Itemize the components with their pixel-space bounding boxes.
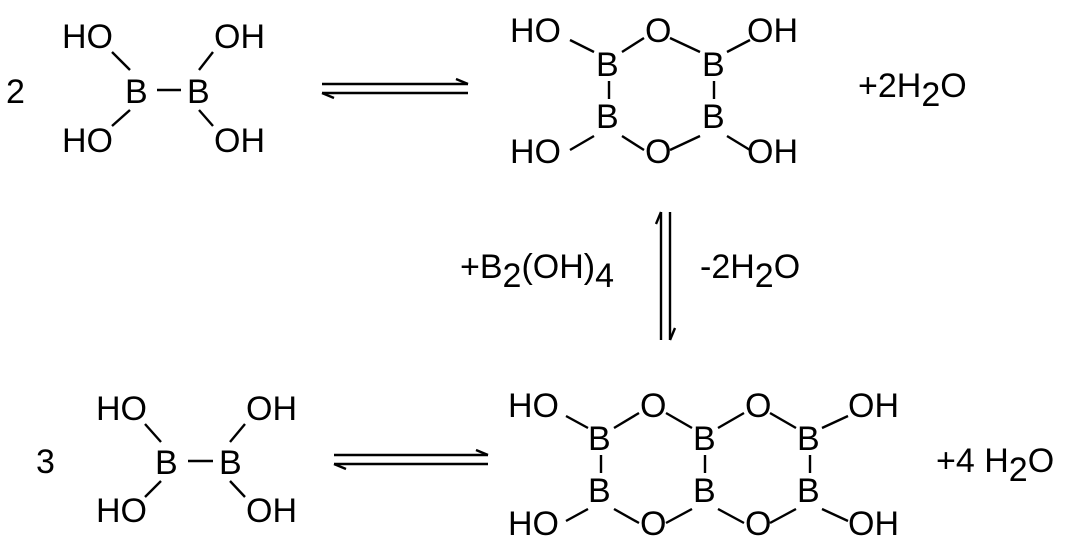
bond — [613, 411, 640, 430]
arrow-reverse-head — [321, 91, 335, 100]
atom-oh: OH — [214, 122, 265, 160]
bond — [198, 109, 214, 127]
atom-b: B — [702, 98, 725, 136]
bond — [769, 411, 797, 430]
arrow-down-head — [668, 327, 677, 341]
atom-b: B — [187, 73, 210, 111]
atom-oh: OH — [214, 18, 265, 56]
atom-b: B — [155, 444, 178, 482]
bond — [665, 411, 693, 430]
coefficient-3: 3 — [36, 443, 55, 481]
atom-o: O — [645, 12, 671, 50]
bond — [821, 414, 849, 430]
bond — [726, 134, 751, 152]
atom-oh: OH — [848, 505, 899, 543]
atom-ho: HO — [510, 12, 561, 50]
coefficient-2: 2 — [6, 73, 25, 111]
atom-b: B — [797, 420, 820, 458]
atom-oh: OH — [246, 492, 297, 530]
bond — [717, 507, 745, 525]
atom-o: O — [640, 387, 666, 425]
atom-b: B — [596, 98, 619, 136]
atom-b: B — [588, 472, 611, 510]
atom-oh: OH — [848, 387, 899, 425]
atom-ho: HO — [508, 387, 559, 425]
bond — [726, 38, 751, 54]
atom-b: B — [702, 46, 725, 84]
reagent-label-b2oh4: +B2(OH)4 — [460, 248, 614, 295]
bond — [769, 507, 797, 525]
bond — [229, 423, 246, 443]
atom-b: B — [596, 46, 619, 84]
atom-b: B — [588, 420, 611, 458]
atom-ho: HO — [62, 122, 113, 160]
arrow-forward-head — [475, 448, 489, 457]
reactant-diboronic-acid-2: HO OH B B HO OH — [96, 390, 297, 530]
atom-o: O — [640, 505, 666, 543]
reactant-diboronic-acid-1: HO OH B B HO OH — [62, 18, 265, 160]
atom-ho: HO — [96, 390, 147, 428]
bond — [565, 414, 589, 430]
atom-ho: HO — [96, 492, 147, 530]
bond — [669, 36, 701, 54]
bond — [821, 507, 849, 523]
bond — [144, 480, 162, 498]
bond — [565, 507, 589, 523]
vertical-equilibrium: +B2(OH)4 -2H2O — [460, 211, 800, 341]
atom-b: B — [693, 472, 716, 510]
product-ring-1: HO O OH B B B B HO O OH — [510, 12, 798, 171]
bond — [717, 411, 745, 430]
reaction-1: 2 HO OH B B HO OH HO O OH B — [6, 12, 967, 171]
atom-ho: HO — [508, 505, 559, 543]
equilibrium-arrow-2 — [333, 448, 489, 471]
bond — [669, 134, 701, 152]
atom-oh: OH — [747, 12, 798, 50]
bond — [621, 36, 645, 54]
arrow-up-head — [654, 211, 663, 225]
atom-o: O — [745, 505, 771, 543]
bond — [198, 51, 214, 71]
byproduct-label-water: -2H2O — [700, 248, 800, 295]
equilibrium-arrow-1 — [321, 77, 469, 100]
bond — [111, 51, 131, 71]
arrow-forward-head — [455, 77, 469, 86]
bond — [613, 507, 640, 525]
atom-oh: OH — [246, 390, 297, 428]
arrow-reverse-head — [333, 462, 347, 471]
bond — [569, 134, 595, 152]
byproduct-water-1: +2H2O — [858, 67, 967, 114]
atom-b: B — [797, 472, 820, 510]
bond — [621, 134, 645, 152]
atom-o: O — [645, 133, 671, 171]
bond — [144, 423, 162, 443]
bond — [111, 109, 131, 127]
atom-b: B — [693, 420, 716, 458]
atom-ho: HO — [510, 133, 561, 171]
atom-b: B — [125, 73, 148, 111]
atom-ho: HO — [62, 18, 113, 56]
atom-b: B — [219, 444, 242, 482]
atom-o: O — [745, 387, 771, 425]
product-fused-rings: HO O O OH B B B B B B HO O O OH — [508, 387, 899, 543]
reaction-2: 3 HO OH B B HO OH HO O O OH B — [36, 387, 1054, 543]
bond — [569, 38, 595, 54]
byproduct-water-2: +4 H2O — [936, 442, 1054, 489]
bond — [229, 480, 246, 498]
atom-oh: OH — [747, 133, 798, 171]
bond — [665, 507, 693, 525]
